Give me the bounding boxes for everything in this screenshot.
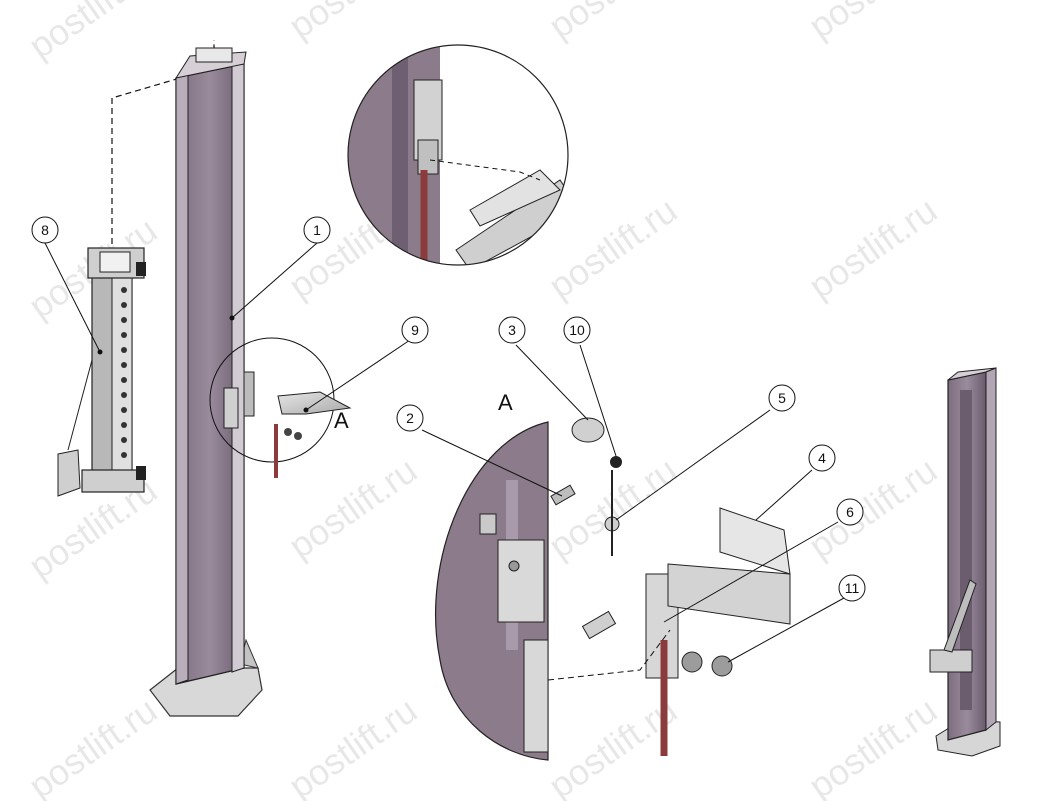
svg-text:2: 2: [406, 410, 414, 426]
assembled-column-view: [929, 367, 1001, 757]
watermark-text: postlift.ru: [21, 0, 164, 67]
callout-5: 5: [768, 384, 796, 412]
watermark-text: postlift.ru: [21, 689, 164, 801]
watermark-text: postlift.ru: [281, 0, 424, 47]
carriage-hole: [121, 377, 127, 383]
callout-6: 6: [836, 498, 864, 526]
carriage-hole: [121, 302, 127, 308]
top-detail-circle: [347, 44, 569, 266]
carriage-hole: [121, 407, 127, 413]
carriage-hole: [121, 287, 127, 293]
svg-text:5: 5: [778, 390, 786, 406]
main-column-assembly: A: [57, 40, 352, 717]
svg-text:10: 10: [569, 322, 585, 338]
watermark-text: postlift.ru: [801, 0, 944, 47]
detail-view-a: A: [435, 390, 791, 761]
callout-9: 9: [401, 316, 429, 344]
arm-bracket-part-9: [277, 391, 352, 415]
detail-view-label: A: [498, 390, 513, 415]
carriage-hole: [121, 392, 127, 398]
carriage-hole: [121, 332, 127, 338]
carriage-hole: [121, 437, 127, 443]
callouts: 1 2 3 4 5 6 8 9: [31, 216, 866, 602]
detail-view-marker-small: A: [334, 408, 349, 433]
svg-text:3: 3: [508, 322, 516, 338]
callout-8: 8: [31, 216, 59, 244]
alignment-dashed-line: [111, 40, 215, 244]
watermark-text: postlift.ru: [801, 689, 944, 801]
callout-leaders: [44, 242, 845, 663]
carriage-hole: [121, 347, 127, 353]
watermark-text: postlift.ru: [281, 689, 424, 801]
svg-text:11: 11: [845, 580, 860, 596]
carriage-part-8: [57, 247, 146, 497]
svg-text:6: 6: [846, 504, 854, 520]
watermark-text: postlift.ru: [541, 0, 684, 47]
svg-text:1: 1: [313, 222, 321, 238]
carriage-hole: [121, 452, 127, 458]
svg-text:9: 9: [411, 322, 419, 338]
callout-1: 1: [303, 216, 331, 244]
callout-3: 3: [498, 316, 526, 344]
carriage-hole: [121, 362, 127, 368]
watermark-text: postlift.ru: [281, 449, 424, 566]
callout-11: 11: [838, 574, 866, 602]
svg-text:8: 8: [41, 222, 49, 238]
callout-4: 4: [808, 444, 836, 472]
callout-10: 10: [563, 316, 591, 344]
callout-2: 2: [396, 404, 424, 432]
carriage-hole: [121, 317, 127, 323]
svg-text:4: 4: [818, 450, 826, 466]
watermark-text: postlift.ru: [801, 189, 944, 306]
watermark-text: postlift.ru: [541, 189, 684, 306]
carriage-hole: [121, 422, 127, 428]
